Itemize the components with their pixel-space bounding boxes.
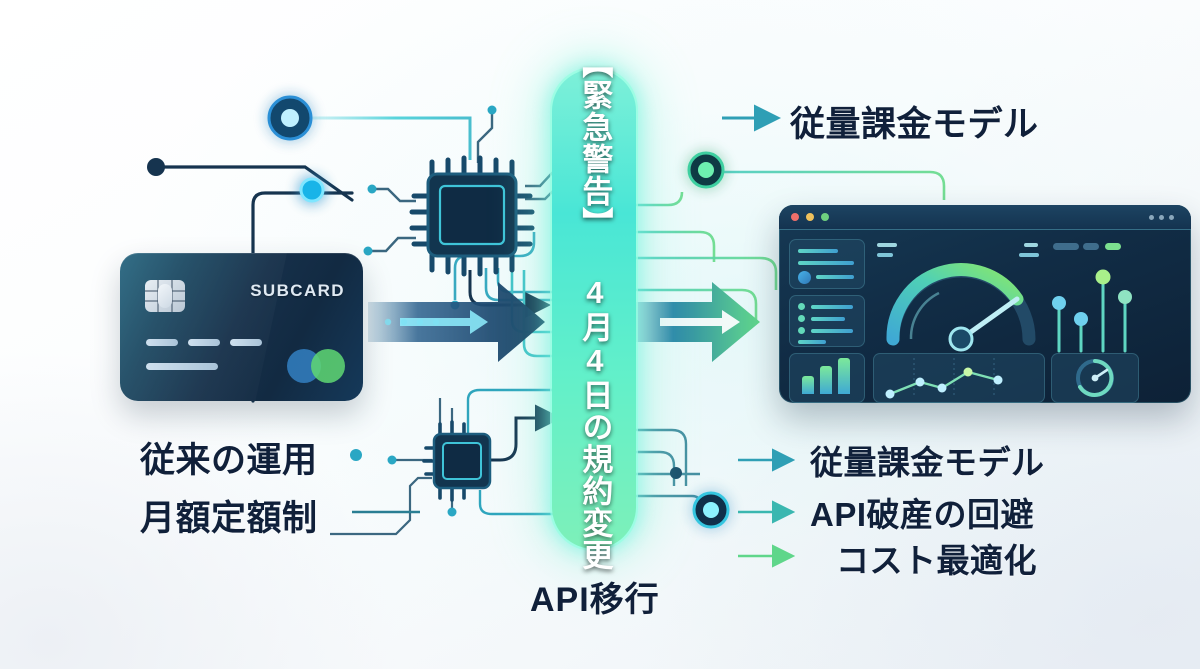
dashboard-list-panel — [789, 295, 865, 347]
window-titlebar — [779, 205, 1191, 230]
alert-pill-text: 【緊急警告】 4月4日の規約変更 — [577, 47, 613, 571]
alert-pill-glow — [552, 69, 636, 549]
dashboard-dial-chart — [1051, 353, 1139, 403]
right-top-label: 従量課金モデル — [790, 105, 1039, 144]
left-label-0: 従来の運用 — [140, 441, 318, 480]
right-bullet-0: 従量課金モデル — [810, 444, 1045, 481]
flow-arrow-left — [368, 282, 545, 362]
cpu-chip-icon-large — [409, 155, 535, 277]
trace-node-dot — [147, 158, 165, 176]
dashboard-info-panel — [789, 239, 865, 289]
center-caption: API移行 — [530, 581, 660, 619]
dashboard-bar-chart — [789, 353, 865, 403]
window-close-dot-icon[interactable] — [791, 213, 799, 221]
card-brand-label: SUBCARD — [250, 281, 345, 300]
card-holder-placeholder — [146, 363, 218, 370]
dashboard-gauge-chart — [886, 263, 1036, 352]
window-menu-dot-icon[interactable] — [1149, 214, 1154, 220]
window-menu-dot-icon[interactable] — [1169, 214, 1174, 220]
window-menu-dot-icon[interactable] — [1159, 214, 1164, 220]
flow-arrow-right — [636, 282, 760, 362]
subscription-card: SUBCARD — [120, 253, 363, 401]
right-bullet-1: API破産の回避 — [810, 496, 1035, 533]
window-maximize-dot-icon[interactable] — [821, 213, 829, 221]
analytics-dashboard-window — [779, 205, 1191, 403]
cpu-chip-icon-small — [422, 420, 492, 502]
window-minimize-dot-icon[interactable] — [806, 213, 814, 221]
card-number-placeholder — [146, 339, 262, 346]
card-chip-icon — [145, 280, 185, 312]
dashboard-line-chart — [873, 353, 1045, 403]
left-label-1: 月額定額制 — [140, 499, 318, 538]
dashboard-slider-chart — [1052, 269, 1132, 353]
card-network-logo-icon — [287, 349, 345, 383]
alert-pill: 【緊急警告】 4月4日の規約変更 — [552, 47, 636, 571]
right-bullet-2: コスト最適化 — [836, 542, 1037, 579]
